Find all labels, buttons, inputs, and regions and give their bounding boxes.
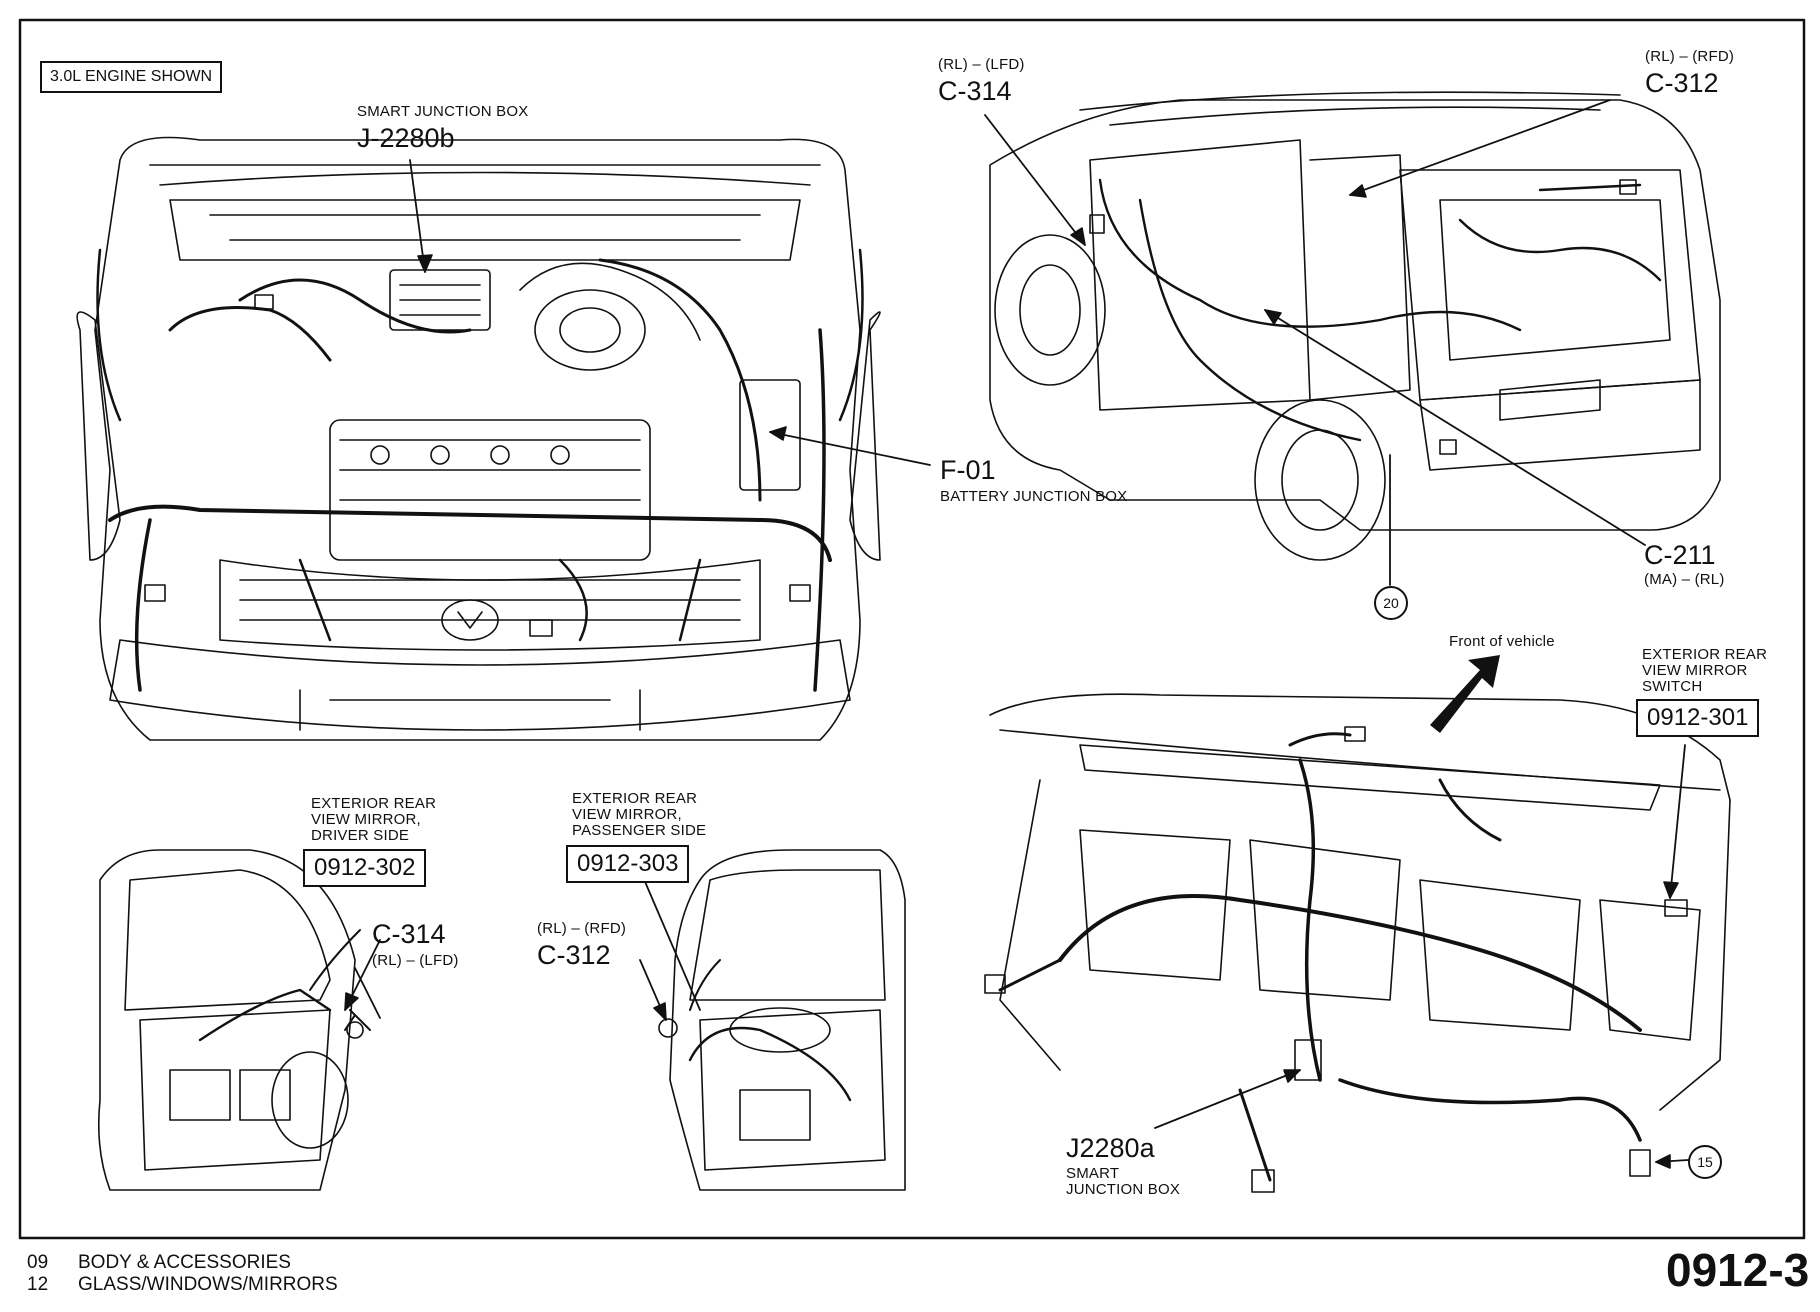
driver-connector-code: (RL) – (LFD) xyxy=(372,952,459,969)
footer-section-name: GLASS/WINDOWS/MIRRORS xyxy=(78,1274,338,1295)
c314-rear-id: C-314 xyxy=(938,76,1012,106)
c312-rear-code: (RL) – (RFD) xyxy=(1645,48,1735,65)
battery-junction-box-desc: BATTERY JUNCTION BOX xyxy=(940,488,1128,505)
driver-mirror-id: 0912-302 xyxy=(303,849,427,887)
smart-junction-box-a-id: J2280a xyxy=(1066,1133,1155,1163)
footer-group-name: BODY & ACCESSORIES xyxy=(78,1252,291,1273)
rear-vehicle-drawing xyxy=(984,91,1721,586)
callout-20: 20 xyxy=(1374,586,1408,620)
page-number: 0912-3 xyxy=(1666,1244,1810,1296)
passenger-connector-code: (RL) – (RFD) xyxy=(537,920,627,937)
mirror-switch-id: 0912-301 xyxy=(1636,699,1760,737)
passenger-mirror-desc: EXTERIOR REAR VIEW MIRROR, PASSENGER SID… xyxy=(572,790,707,839)
instrument-panel-drawing xyxy=(984,655,1731,1193)
footer-section-number: 12 xyxy=(27,1274,49,1295)
c211-code: (MA) – (RL) xyxy=(1644,571,1725,588)
passenger-mirror-id: 0912-303 xyxy=(566,845,690,883)
battery-junction-box-id: F-01 xyxy=(940,455,996,485)
c211-id: C-211 xyxy=(1644,540,1716,570)
callout-15: 15 xyxy=(1688,1145,1722,1179)
driver-mirror-desc: EXTERIOR REAR VIEW MIRROR, DRIVER SIDE xyxy=(311,795,437,844)
passenger-connector-id: C-312 xyxy=(537,940,611,970)
smart-junction-box-b-id: J-2280b xyxy=(357,123,455,153)
smart-junction-box-a-desc: SMART JUNCTION BOX xyxy=(1066,1165,1181,1198)
front-of-vehicle-label: Front of vehicle xyxy=(1449,633,1555,650)
engine-caption-box: 3.0L ENGINE SHOWN xyxy=(40,61,223,93)
c312-rear-id: C-312 xyxy=(1645,68,1719,98)
passenger-door-drawing xyxy=(639,849,906,1191)
mirror-switch-desc: EXTERIOR REAR VIEW MIRROR SWITCH xyxy=(1642,646,1768,695)
driver-door-drawing xyxy=(97,849,381,1191)
footer-group-number: 09 xyxy=(27,1252,49,1273)
page-frame xyxy=(18,18,1806,1240)
driver-connector-id: C-314 xyxy=(372,919,446,949)
c314-rear-code: (RL) – (LFD) xyxy=(938,56,1025,73)
engine-bay-drawing xyxy=(76,136,931,741)
smart-junction-box-b-desc: SMART JUNCTION BOX xyxy=(357,103,529,120)
